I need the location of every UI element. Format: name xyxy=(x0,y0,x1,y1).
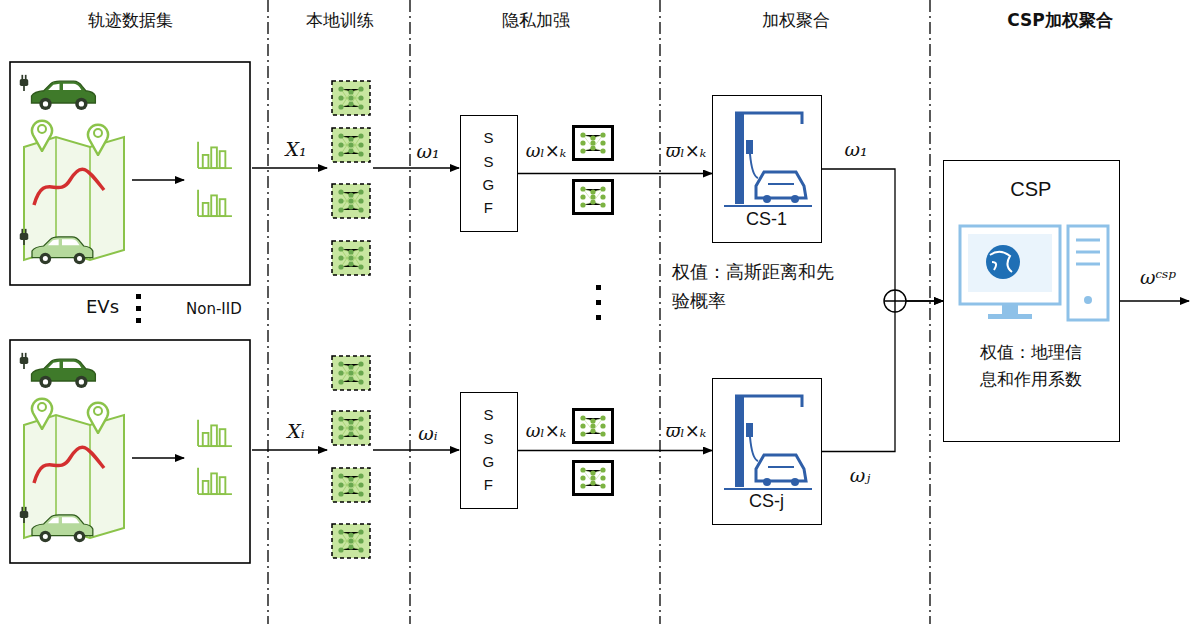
dataset-illustration xyxy=(10,340,250,563)
flow-arrow xyxy=(252,168,1189,450)
text-label: EVs xyxy=(86,296,119,318)
column-header: 本地训练 xyxy=(306,10,374,30)
connector xyxy=(518,173,712,174)
edge-label: ωⱼ xyxy=(848,464,873,487)
computer-icon xyxy=(960,226,1108,320)
connector xyxy=(518,450,712,451)
node-title: SSGF xyxy=(481,403,496,496)
math-label: Xᵢ xyxy=(287,420,304,443)
dataset-illustration xyxy=(10,62,250,285)
process-box: SSGF xyxy=(460,115,518,232)
text-label: 权值：高斯距离和先验概率 xyxy=(672,258,844,316)
math-label: ω₁ xyxy=(416,140,439,163)
math-label: ωᵢ xyxy=(418,422,437,445)
column-header: 加权聚合 xyxy=(762,10,830,30)
node-title: CSP xyxy=(1010,177,1051,201)
node-note: 权值：地理信息和作用系数 xyxy=(980,339,1092,393)
ellipsis-dots xyxy=(136,285,601,323)
node-title: CS-j xyxy=(749,491,784,513)
station-box: CS-j xyxy=(712,378,822,525)
math-label: ωᶜˢᵖ xyxy=(1140,266,1176,289)
column-header: CSP加权聚合 xyxy=(1007,10,1113,30)
edge-label: ω₁ xyxy=(842,138,869,161)
connector xyxy=(822,301,943,452)
node-title: CS-1 xyxy=(746,209,787,231)
connector xyxy=(822,169,943,301)
node-title: SSGF xyxy=(481,126,496,219)
perturbed-model xyxy=(574,127,613,495)
column-header: 轨迹数据集 xyxy=(88,10,173,30)
separator xyxy=(268,0,930,624)
local-model-stack xyxy=(332,81,370,558)
station-box: CS-1 xyxy=(712,95,822,243)
math-label: ϖₗ×ₖ xyxy=(666,140,707,162)
charging-station-icon xyxy=(724,112,812,206)
math-label: ωₗ×ₖ xyxy=(526,140,567,162)
column-header: 隐私加强 xyxy=(502,10,570,30)
math-label: X₁ xyxy=(285,138,306,161)
process-box: SSGF xyxy=(460,392,518,509)
charging-station-icon xyxy=(724,395,812,489)
math-label: ϖₗ×ₖ xyxy=(666,420,707,442)
text-label: Non-IID xyxy=(186,300,242,318)
math-label: ωₗ×ₖ xyxy=(526,420,567,442)
server-box: CSP 权值：地理信息和作用系数 xyxy=(943,160,1120,442)
sum-junction xyxy=(884,290,906,312)
